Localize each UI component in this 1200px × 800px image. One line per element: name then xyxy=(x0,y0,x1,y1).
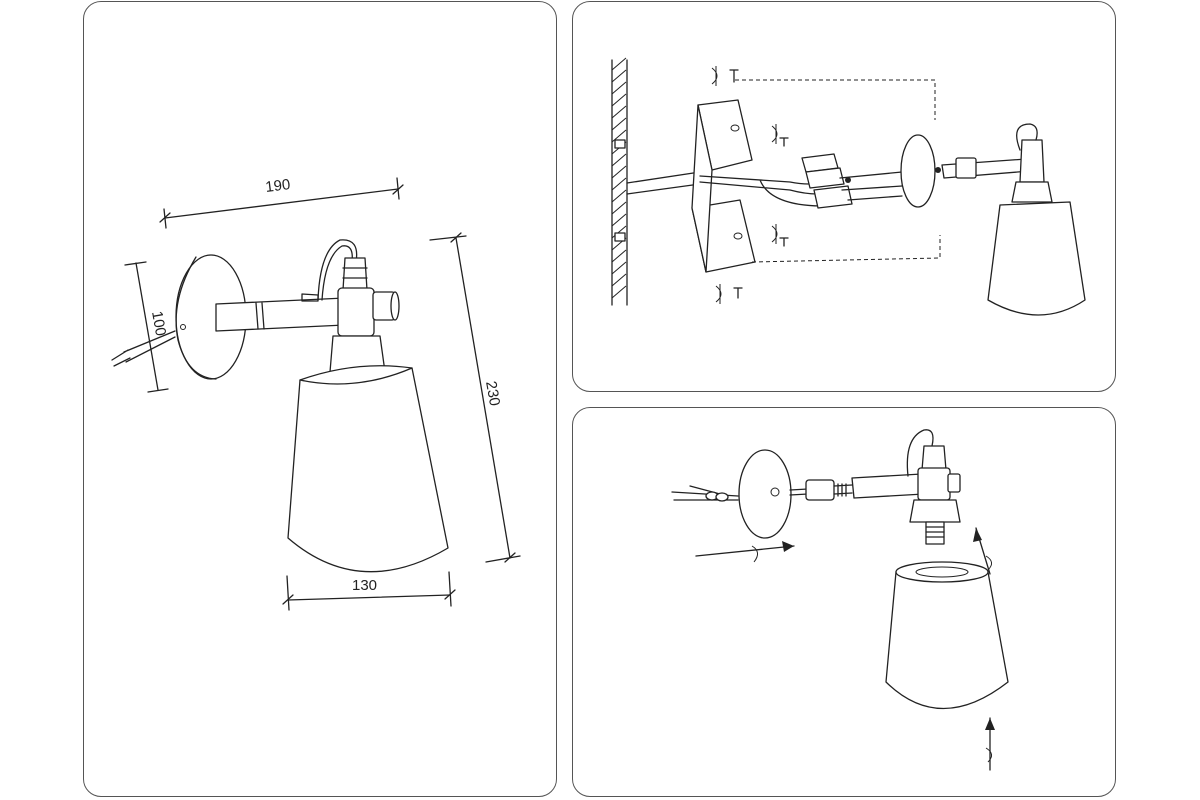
sconce-dimension-drawing: 190 100 230 130 xyxy=(111,176,521,611)
arm-tube xyxy=(215,297,346,332)
shade-assembly-panel xyxy=(572,407,1116,797)
dim-width-label: 190 xyxy=(264,176,291,196)
lamp-holder-block xyxy=(337,287,375,337)
shade-p2 xyxy=(987,201,1086,316)
screw-icon xyxy=(729,69,739,83)
shade-assembly-diagram xyxy=(671,429,1009,771)
wall-mounting-diagram xyxy=(611,57,1086,316)
canopy-p3 xyxy=(738,449,792,539)
wall-hatching xyxy=(611,57,627,299)
dim-height-label: 230 xyxy=(482,380,503,408)
insert-arrow xyxy=(695,545,795,557)
dim-shade-label: 130 xyxy=(352,577,377,594)
canopy xyxy=(900,134,936,208)
lamp-shade xyxy=(287,365,449,573)
shade-p3 xyxy=(885,565,1009,709)
dim-base-label: 100 xyxy=(148,310,169,338)
